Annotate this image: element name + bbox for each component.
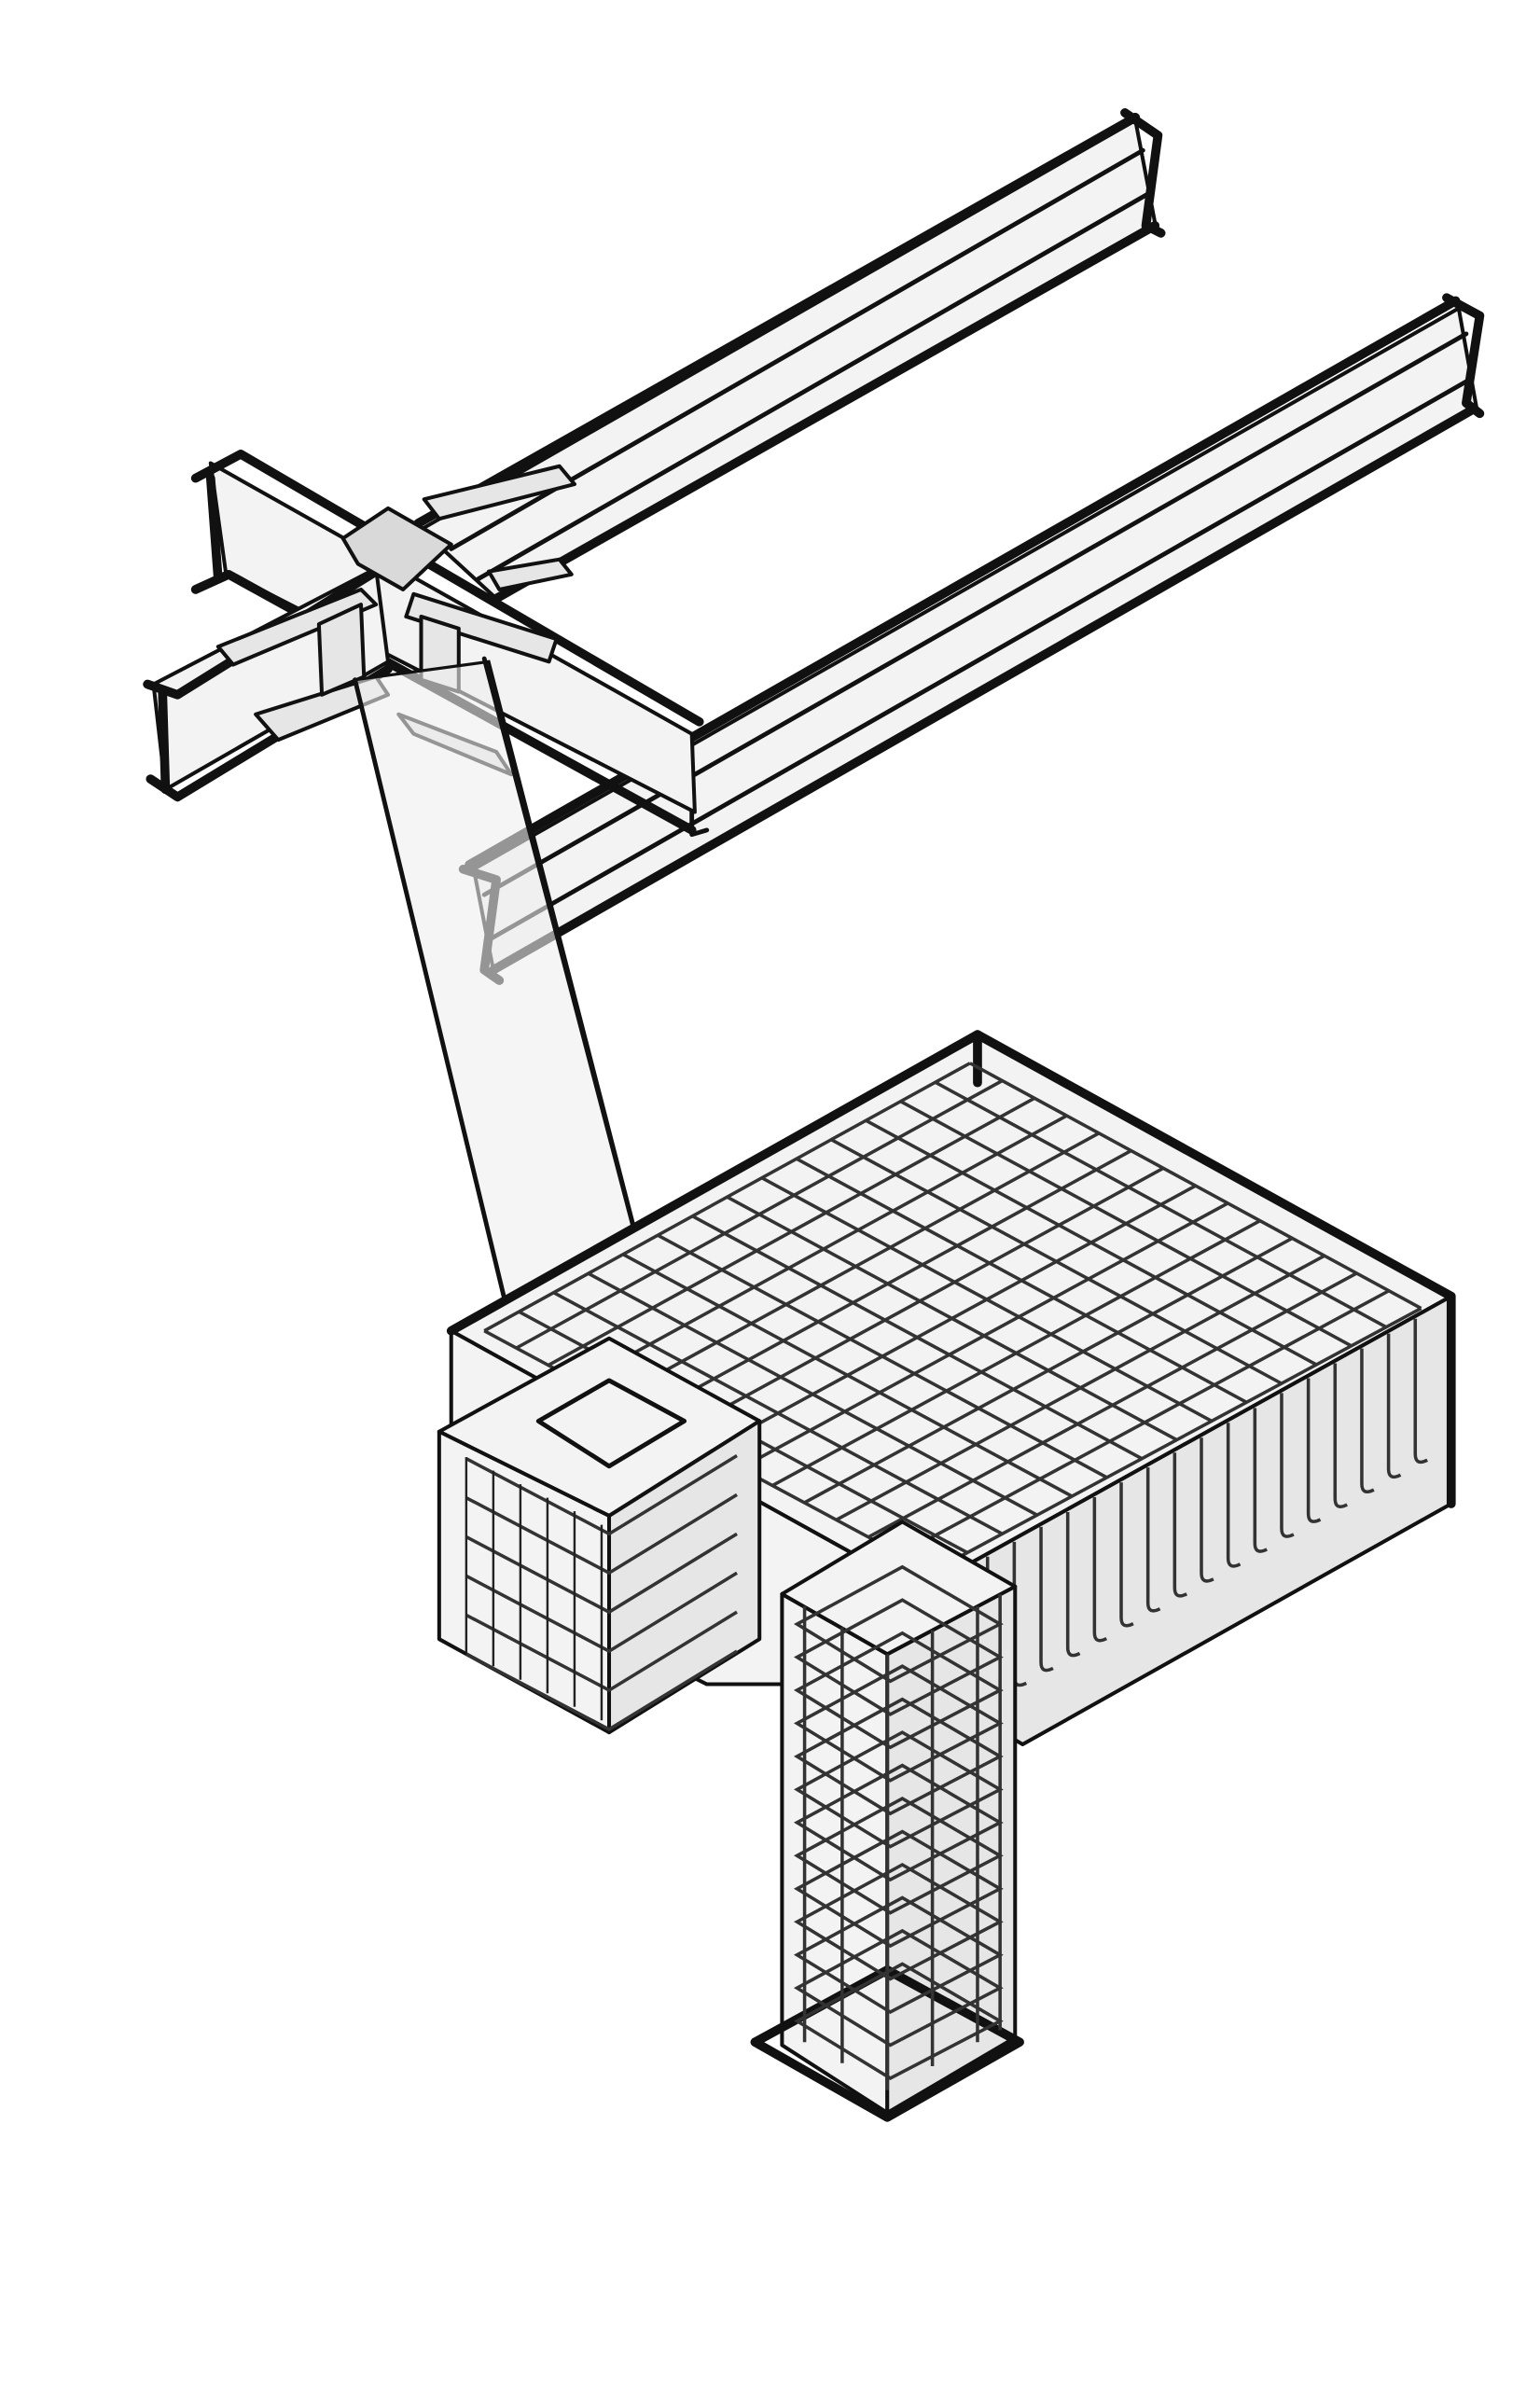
connection-plate <box>404 591 559 664</box>
column-top-face <box>780 1520 1018 1657</box>
pedestal-tie <box>465 1453 738 1536</box>
top-rebar-mat <box>483 1062 1422 1574</box>
footing-stirrup <box>1200 1437 1214 1583</box>
top-rebar-bar <box>771 1219 1261 1488</box>
pedestal-tie <box>465 1492 738 1576</box>
footing-stirrup <box>1413 1318 1428 1465</box>
pedestal-tie <box>465 1532 738 1615</box>
connection-plate <box>422 464 576 521</box>
footing-stirrup <box>1039 1526 1054 1673</box>
top-rebar-bar <box>707 1184 1197 1453</box>
beam-upper-web <box>419 118 1158 601</box>
steel-beam-upper <box>413 108 1166 604</box>
beam-lower-top-flange <box>465 296 1461 869</box>
top-rebar-bar <box>931 1306 1422 1574</box>
footing-stirrup <box>1145 1467 1161 1613</box>
concrete-column <box>750 1520 1024 2122</box>
stiffener-plate <box>316 603 367 697</box>
top-rebar-bar <box>483 1062 971 1333</box>
top-rebar-bar <box>969 1062 1422 1311</box>
top-rebar-bar <box>899 1289 1390 1556</box>
footing-stirrup <box>1253 1408 1268 1553</box>
top-rebar-bar <box>867 1271 1358 1539</box>
top-rebar-bar <box>899 1100 1353 1348</box>
top-rebar-bar <box>865 1118 1318 1367</box>
footing-stirrup <box>1065 1511 1081 1658</box>
footing-stirrup <box>1092 1497 1108 1643</box>
top-rebar-bar <box>835 1254 1325 1521</box>
footing-stirrup <box>1306 1378 1322 1523</box>
footing-stirrup <box>1172 1452 1188 1598</box>
pedestal-rebar-cage <box>465 1453 738 1731</box>
beam-lower-bottom-flange <box>489 404 1478 975</box>
pedestal-right-face <box>606 1419 762 1735</box>
top-rebar-bar <box>760 1176 1213 1423</box>
beam-upper-top-flange <box>413 112 1141 528</box>
steel-beam-lower <box>458 293 1485 985</box>
top-rebar-bar <box>796 1157 1248 1404</box>
column-cap-plate <box>340 506 453 591</box>
column-rebar-cage <box>793 1564 1004 2090</box>
pedestal-tie <box>465 1649 738 1731</box>
connection-plate <box>215 587 379 667</box>
footing-stirrup <box>1280 1393 1295 1538</box>
footing-stirrup <box>1360 1348 1375 1494</box>
top-rebar-bar <box>739 1201 1229 1470</box>
top-rebar-bar <box>803 1236 1294 1505</box>
footing-stirrup <box>1386 1333 1402 1479</box>
beam-upper-bottom-flange <box>492 220 1160 604</box>
concrete-pedestal <box>437 1336 762 1735</box>
top-rebar-bar <box>934 1080 1387 1329</box>
top-rebar-bar <box>830 1138 1283 1385</box>
footing-stirrup <box>1226 1423 1242 1568</box>
pedestal-tie <box>465 1610 738 1693</box>
footing-stirrup <box>1333 1363 1348 1508</box>
footing-stirrup <box>1119 1482 1134 1628</box>
pedestal-tie <box>465 1571 738 1654</box>
connection-plate <box>487 557 574 591</box>
base-plate <box>535 1378 687 1469</box>
